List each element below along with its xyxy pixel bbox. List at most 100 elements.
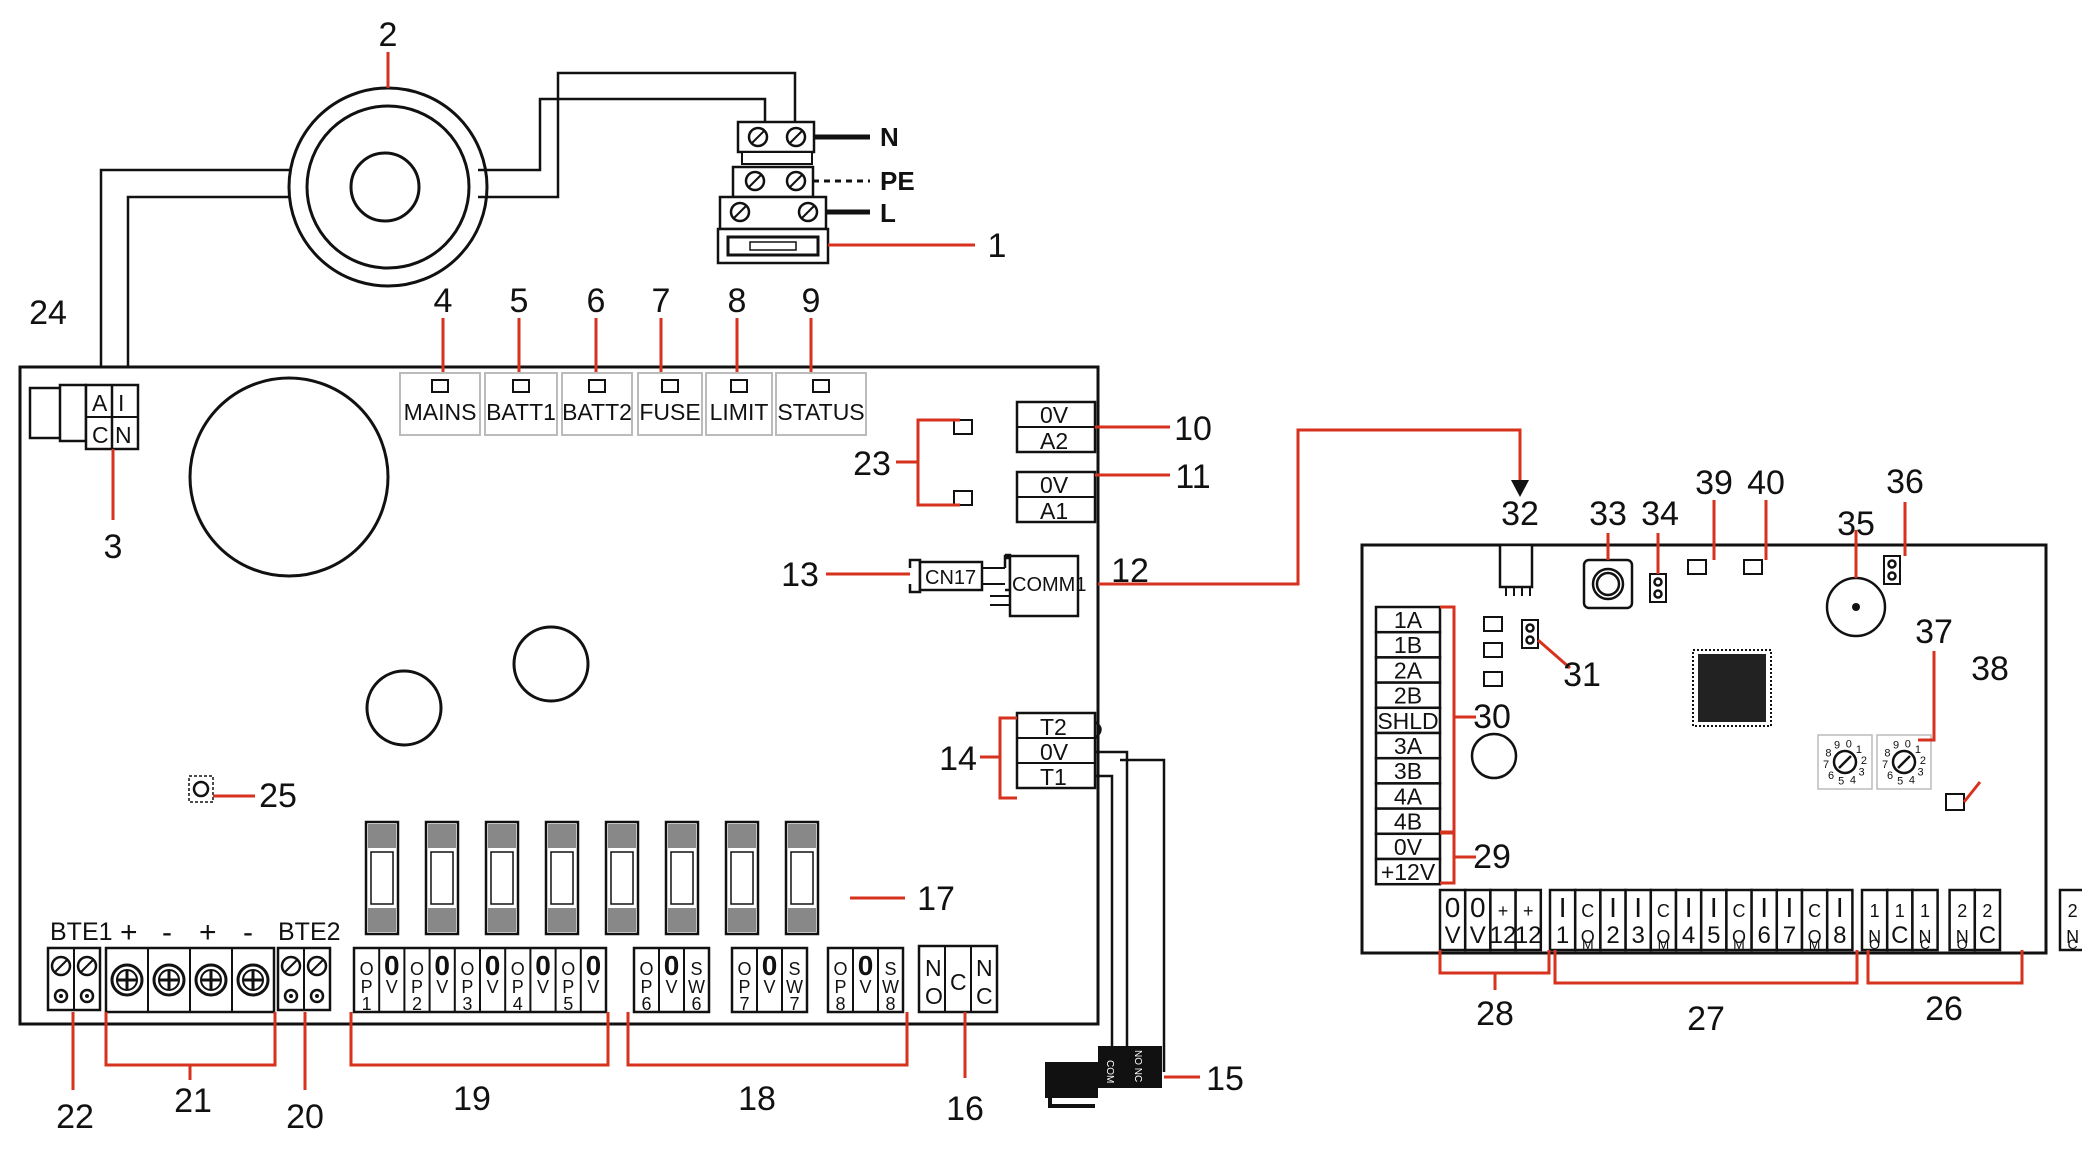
led-label-limit: LIMIT	[710, 399, 769, 425]
bte1-label: BTE1	[50, 918, 113, 946]
sw-terminal-mid: P	[738, 977, 750, 997]
mains-terminal-block	[716, 120, 870, 265]
bus-terminal-3a	[1374, 731, 1442, 760]
interface-terminal	[1649, 888, 1678, 952]
sw-terminal-top: 0	[664, 950, 680, 981]
interface-terminal-top: 2	[1982, 901, 1992, 921]
callout-38: 38	[1971, 650, 2009, 688]
callout-10: 10	[1174, 410, 1212, 448]
fuses	[364, 820, 820, 936]
fuse-cap-top	[368, 824, 396, 848]
interface-connector	[1498, 543, 1534, 596]
fuse-cap-bottom	[788, 908, 816, 932]
rotary-digit: 4	[1909, 774, 1915, 786]
a1-0v-label: 0V	[1040, 472, 1069, 498]
callout-22: 22	[56, 1098, 94, 1136]
callout-27: 27	[1687, 1000, 1725, 1038]
interface-terminal	[1514, 888, 1543, 952]
callout-19: 19	[453, 1080, 491, 1118]
fuse-cap-bottom	[428, 908, 456, 932]
led-39	[1687, 559, 1707, 575]
relay-terminal	[917, 944, 999, 1014]
op-terminal-mid: V	[386, 977, 398, 997]
callout-26: 26	[1925, 990, 1963, 1028]
callout-15: 15	[1206, 1060, 1244, 1098]
interface-terminal	[1599, 888, 1627, 952]
interface-terminal-top: 2	[2068, 901, 2078, 921]
interface-terminal	[1973, 888, 2002, 952]
fuse-body	[790, 851, 814, 905]
interface-terminal-sub: C	[1920, 936, 1930, 952]
bus-led-2	[1483, 642, 1503, 658]
interface-terminal-sub: M	[1582, 936, 1594, 952]
sw-terminal-top: O	[737, 959, 751, 979]
op-terminal-top: O	[460, 959, 474, 979]
rotary-digit: 9	[1834, 740, 1840, 752]
a1-label: A1	[1040, 498, 1068, 524]
tamper-switch	[188, 775, 214, 803]
in-n-label: N	[115, 422, 132, 448]
sw-terminal-top: S	[788, 959, 800, 979]
bte1-terminal	[46, 946, 102, 1012]
callout-32: 32	[1501, 495, 1539, 533]
rotary-digit: 1	[1915, 744, 1921, 756]
interface-terminal-top: C	[1581, 901, 1594, 921]
fuse-body	[550, 851, 574, 905]
interface-terminal	[1775, 888, 1804, 952]
fuse-cap-top	[668, 824, 696, 848]
op-terminal-top: 0	[485, 950, 501, 981]
op-terminal-mid: V	[487, 977, 499, 997]
callout-36: 36	[1886, 463, 1924, 501]
interface-terminal-bottom: 7	[1783, 922, 1796, 949]
interface-terminal-bottom: 2	[1606, 922, 1619, 949]
interface-terminal-top: 2	[1957, 901, 1967, 921]
tamper-terminals	[1015, 711, 1102, 790]
ac-a-label: A	[92, 390, 108, 416]
fuse-cap-bottom	[368, 908, 396, 932]
fuse-cap-top	[728, 824, 756, 848]
callout-7: 7	[652, 282, 671, 320]
op-terminal-num: 2	[412, 994, 422, 1014]
interface-terminal-top: C	[1657, 901, 1670, 921]
callout-21: 21	[174, 1082, 212, 1120]
bus-terminal-label: 4B	[1394, 809, 1422, 835]
bus-terminal-label: 3A	[1394, 733, 1423, 759]
bte2-label: BTE2	[278, 918, 341, 946]
transformer	[287, 86, 489, 288]
interface-terminal	[1674, 888, 1703, 952]
led-label-batt1: BATT1	[486, 399, 556, 425]
op-terminal-mid: P	[461, 977, 473, 997]
op-terminal-num: 1	[362, 994, 372, 1014]
small-capacitor	[1470, 732, 1518, 780]
led-label-status: STATUS	[777, 399, 864, 425]
interface-terminal-bottom: N	[1956, 927, 1969, 947]
large-capacitor	[188, 376, 390, 578]
callout-18: 18	[738, 1080, 776, 1118]
a2-0v-label: 0V	[1040, 402, 1069, 428]
callout-31: 31	[1563, 656, 1601, 694]
capacitor-b	[365, 669, 443, 747]
battery-screw	[152, 963, 186, 997]
callout-2: 2	[379, 16, 398, 54]
bus-terminal-0v	[1374, 832, 1442, 861]
led-fuse	[661, 379, 679, 393]
interface-terminal-sub: M	[1733, 936, 1745, 952]
sw-terminal-top: 0	[858, 950, 874, 981]
interface-terminal-bottom: 12	[1515, 922, 1542, 949]
op-terminal-mid: P	[411, 977, 423, 997]
fuse-cap-bottom	[668, 908, 696, 932]
op-terminal-mid: P	[361, 977, 373, 997]
interface-terminal-top: 0	[1445, 892, 1461, 923]
fuse-body	[670, 851, 694, 905]
switch-nonc-label: NO NC	[1132, 1050, 1143, 1082]
fuse-body	[490, 851, 514, 905]
interface-terminal	[1699, 888, 1728, 952]
interface-board	[1360, 543, 2048, 955]
relay-c: C	[950, 969, 967, 995]
op-terminal-mid: V	[537, 977, 549, 997]
interface-terminal-sub: O	[1869, 936, 1880, 952]
op-terminal-mid: P	[512, 977, 524, 997]
callout-1: 1	[988, 227, 1007, 265]
transformer-wires	[99, 71, 797, 395]
